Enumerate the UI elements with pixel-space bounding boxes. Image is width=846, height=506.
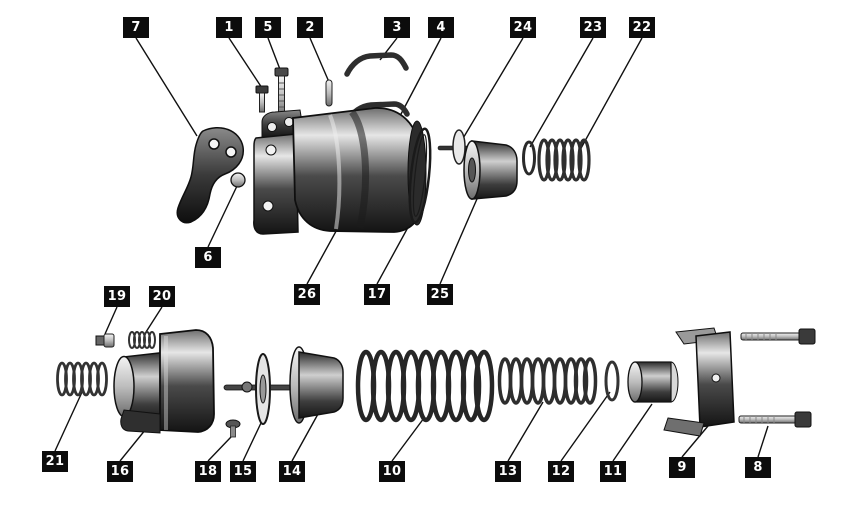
part-screw-1 xyxy=(255,85,269,113)
part-diaphragm-hub-14 xyxy=(289,346,344,424)
leader-line-11 xyxy=(612,403,653,462)
leader-line-25 xyxy=(439,191,481,285)
leader-line-22 xyxy=(579,37,643,151)
part-gasket xyxy=(408,127,432,224)
leader-line-19 xyxy=(104,306,118,335)
part-spring-21 xyxy=(56,361,108,397)
callout-24: 24 xyxy=(510,17,536,38)
leader-line-24 xyxy=(461,37,524,141)
callout-13: 13 xyxy=(495,461,521,482)
part-washer-23 xyxy=(522,140,536,176)
callout-18: 18 xyxy=(195,461,221,482)
leader-line-15 xyxy=(242,422,262,462)
part-bushing-11 xyxy=(627,361,679,403)
callout-5: 5 xyxy=(255,17,281,38)
part-link-3 xyxy=(344,52,409,77)
leader-line-21 xyxy=(54,389,84,452)
leader-line-13 xyxy=(507,401,544,462)
callout-12: 12 xyxy=(548,461,574,482)
leader-line-8 xyxy=(757,425,769,458)
part-spring-22 xyxy=(537,138,591,182)
part-bolt-5 xyxy=(274,67,289,117)
part-screw-18 xyxy=(225,419,241,438)
callout-1: 1 xyxy=(216,17,242,38)
callout-15: 15 xyxy=(230,461,256,482)
callout-2: 2 xyxy=(297,17,323,38)
leader-line-10 xyxy=(391,417,425,462)
leader-lines xyxy=(54,37,769,462)
callout-19: 19 xyxy=(104,286,130,307)
callout-10: 10 xyxy=(379,461,405,482)
part-spring-10 xyxy=(355,349,495,423)
part-pump-body xyxy=(253,107,427,235)
part-pivot-pin xyxy=(230,172,246,188)
callout-22: 22 xyxy=(629,17,655,38)
part-retainer-ring-12 xyxy=(604,360,620,402)
part-mounting-bracket-9 xyxy=(663,327,735,437)
callout-14: 14 xyxy=(279,461,305,482)
bottom-assembly xyxy=(56,327,816,438)
part-pin-2 xyxy=(325,79,333,107)
callout-20: 20 xyxy=(149,286,175,307)
callout-11: 11 xyxy=(600,461,626,482)
callout-4: 4 xyxy=(428,17,454,38)
leader-line-6 xyxy=(207,185,238,248)
part-plug-19 xyxy=(95,333,115,348)
leader-line-17 xyxy=(376,219,413,285)
part-spring-20 xyxy=(128,331,156,349)
callout-8: 8 xyxy=(745,457,771,478)
leader-line-26 xyxy=(306,223,341,285)
leader-line-2 xyxy=(309,37,330,83)
part-diaphragm-assembly xyxy=(463,140,518,200)
leader-line-20 xyxy=(145,306,163,333)
part-spring-13 xyxy=(497,357,598,405)
leader-line-1 xyxy=(228,37,263,89)
callout-16: 16 xyxy=(107,461,133,482)
part-bolt-8-top xyxy=(740,328,816,345)
top-assembly xyxy=(176,52,591,235)
part-valve-disc-15 xyxy=(255,353,271,425)
callout-21: 21 xyxy=(42,451,68,472)
leader-line-9 xyxy=(681,425,709,458)
leader-line-18 xyxy=(207,436,232,462)
callout-26: 26 xyxy=(294,284,320,305)
part-bolt-8-bottom xyxy=(738,411,812,428)
callout-9: 9 xyxy=(669,457,695,478)
leader-line-4 xyxy=(399,37,442,117)
leader-line-14 xyxy=(291,413,319,462)
leader-line-5 xyxy=(267,37,282,73)
leader-line-12 xyxy=(560,391,611,462)
callout-6: 6 xyxy=(195,247,221,268)
callout-3: 3 xyxy=(384,17,410,38)
callout-25: 25 xyxy=(427,284,453,305)
callout-23: 23 xyxy=(580,17,606,38)
callout-17: 17 xyxy=(364,284,390,305)
callout-7: 7 xyxy=(123,17,149,38)
part-pump-cover xyxy=(113,329,215,434)
leader-line-7 xyxy=(135,37,198,137)
part-rocker-arm xyxy=(176,126,246,224)
leader-line-23 xyxy=(529,37,594,148)
